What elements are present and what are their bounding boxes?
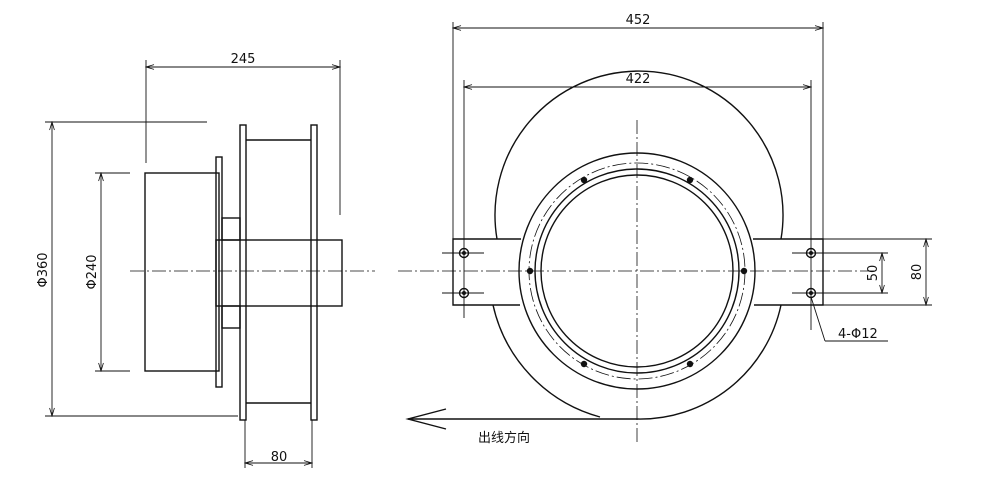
front-bracket-right — [753, 238, 824, 306]
side-spacer-top — [221, 217, 241, 241]
bolt-hole-bottom-left — [580, 360, 588, 368]
dim-360-text: Φ360 — [36, 252, 51, 287]
callout-leader — [810, 296, 826, 342]
side-spacer-bottom — [221, 305, 241, 329]
dim-422-text: 422 — [626, 72, 651, 87]
side-view: 245 Φ360 Φ240 80 — [36, 52, 375, 468]
bolt-hole-left — [526, 267, 534, 275]
dim-50-text: 50 — [866, 265, 881, 282]
side-flange-right — [310, 124, 318, 421]
front-bracket-left — [452, 238, 521, 306]
front-ring-mid — [534, 168, 740, 374]
dim-240-text: Φ240 — [85, 254, 100, 289]
bolt-hole-bottom-right — [686, 360, 694, 368]
front-bore — [540, 174, 734, 368]
side-mount-body — [144, 172, 220, 372]
dim-452-text: 452 — [626, 13, 651, 28]
cable-direction-label: 出线方向 — [478, 430, 530, 446]
side-hub — [215, 239, 343, 307]
front-outer-ring-bottom-left — [492, 304, 601, 418]
front-outer-ring-bottom — [636, 304, 782, 420]
bracket-holes — [442, 247, 830, 299]
dim-80r-text: 80 — [910, 264, 925, 281]
callout-text: 4-Φ12 — [838, 327, 878, 342]
bolt-hole-top-right — [686, 176, 694, 184]
cable-direction-arrowhead — [405, 408, 447, 430]
front-view: 452 422 50 80 4-Φ12 出线方向 — [398, 13, 932, 446]
side-flange-left — [239, 124, 247, 421]
dim-245-text: 245 — [231, 52, 256, 67]
front-flange-ring — [518, 152, 756, 390]
front-outer-ring — [494, 70, 784, 240]
bolt-hole-right — [740, 267, 748, 275]
bolt-hole-top-left — [580, 176, 588, 184]
dim-80b-text: 80 — [271, 450, 288, 465]
